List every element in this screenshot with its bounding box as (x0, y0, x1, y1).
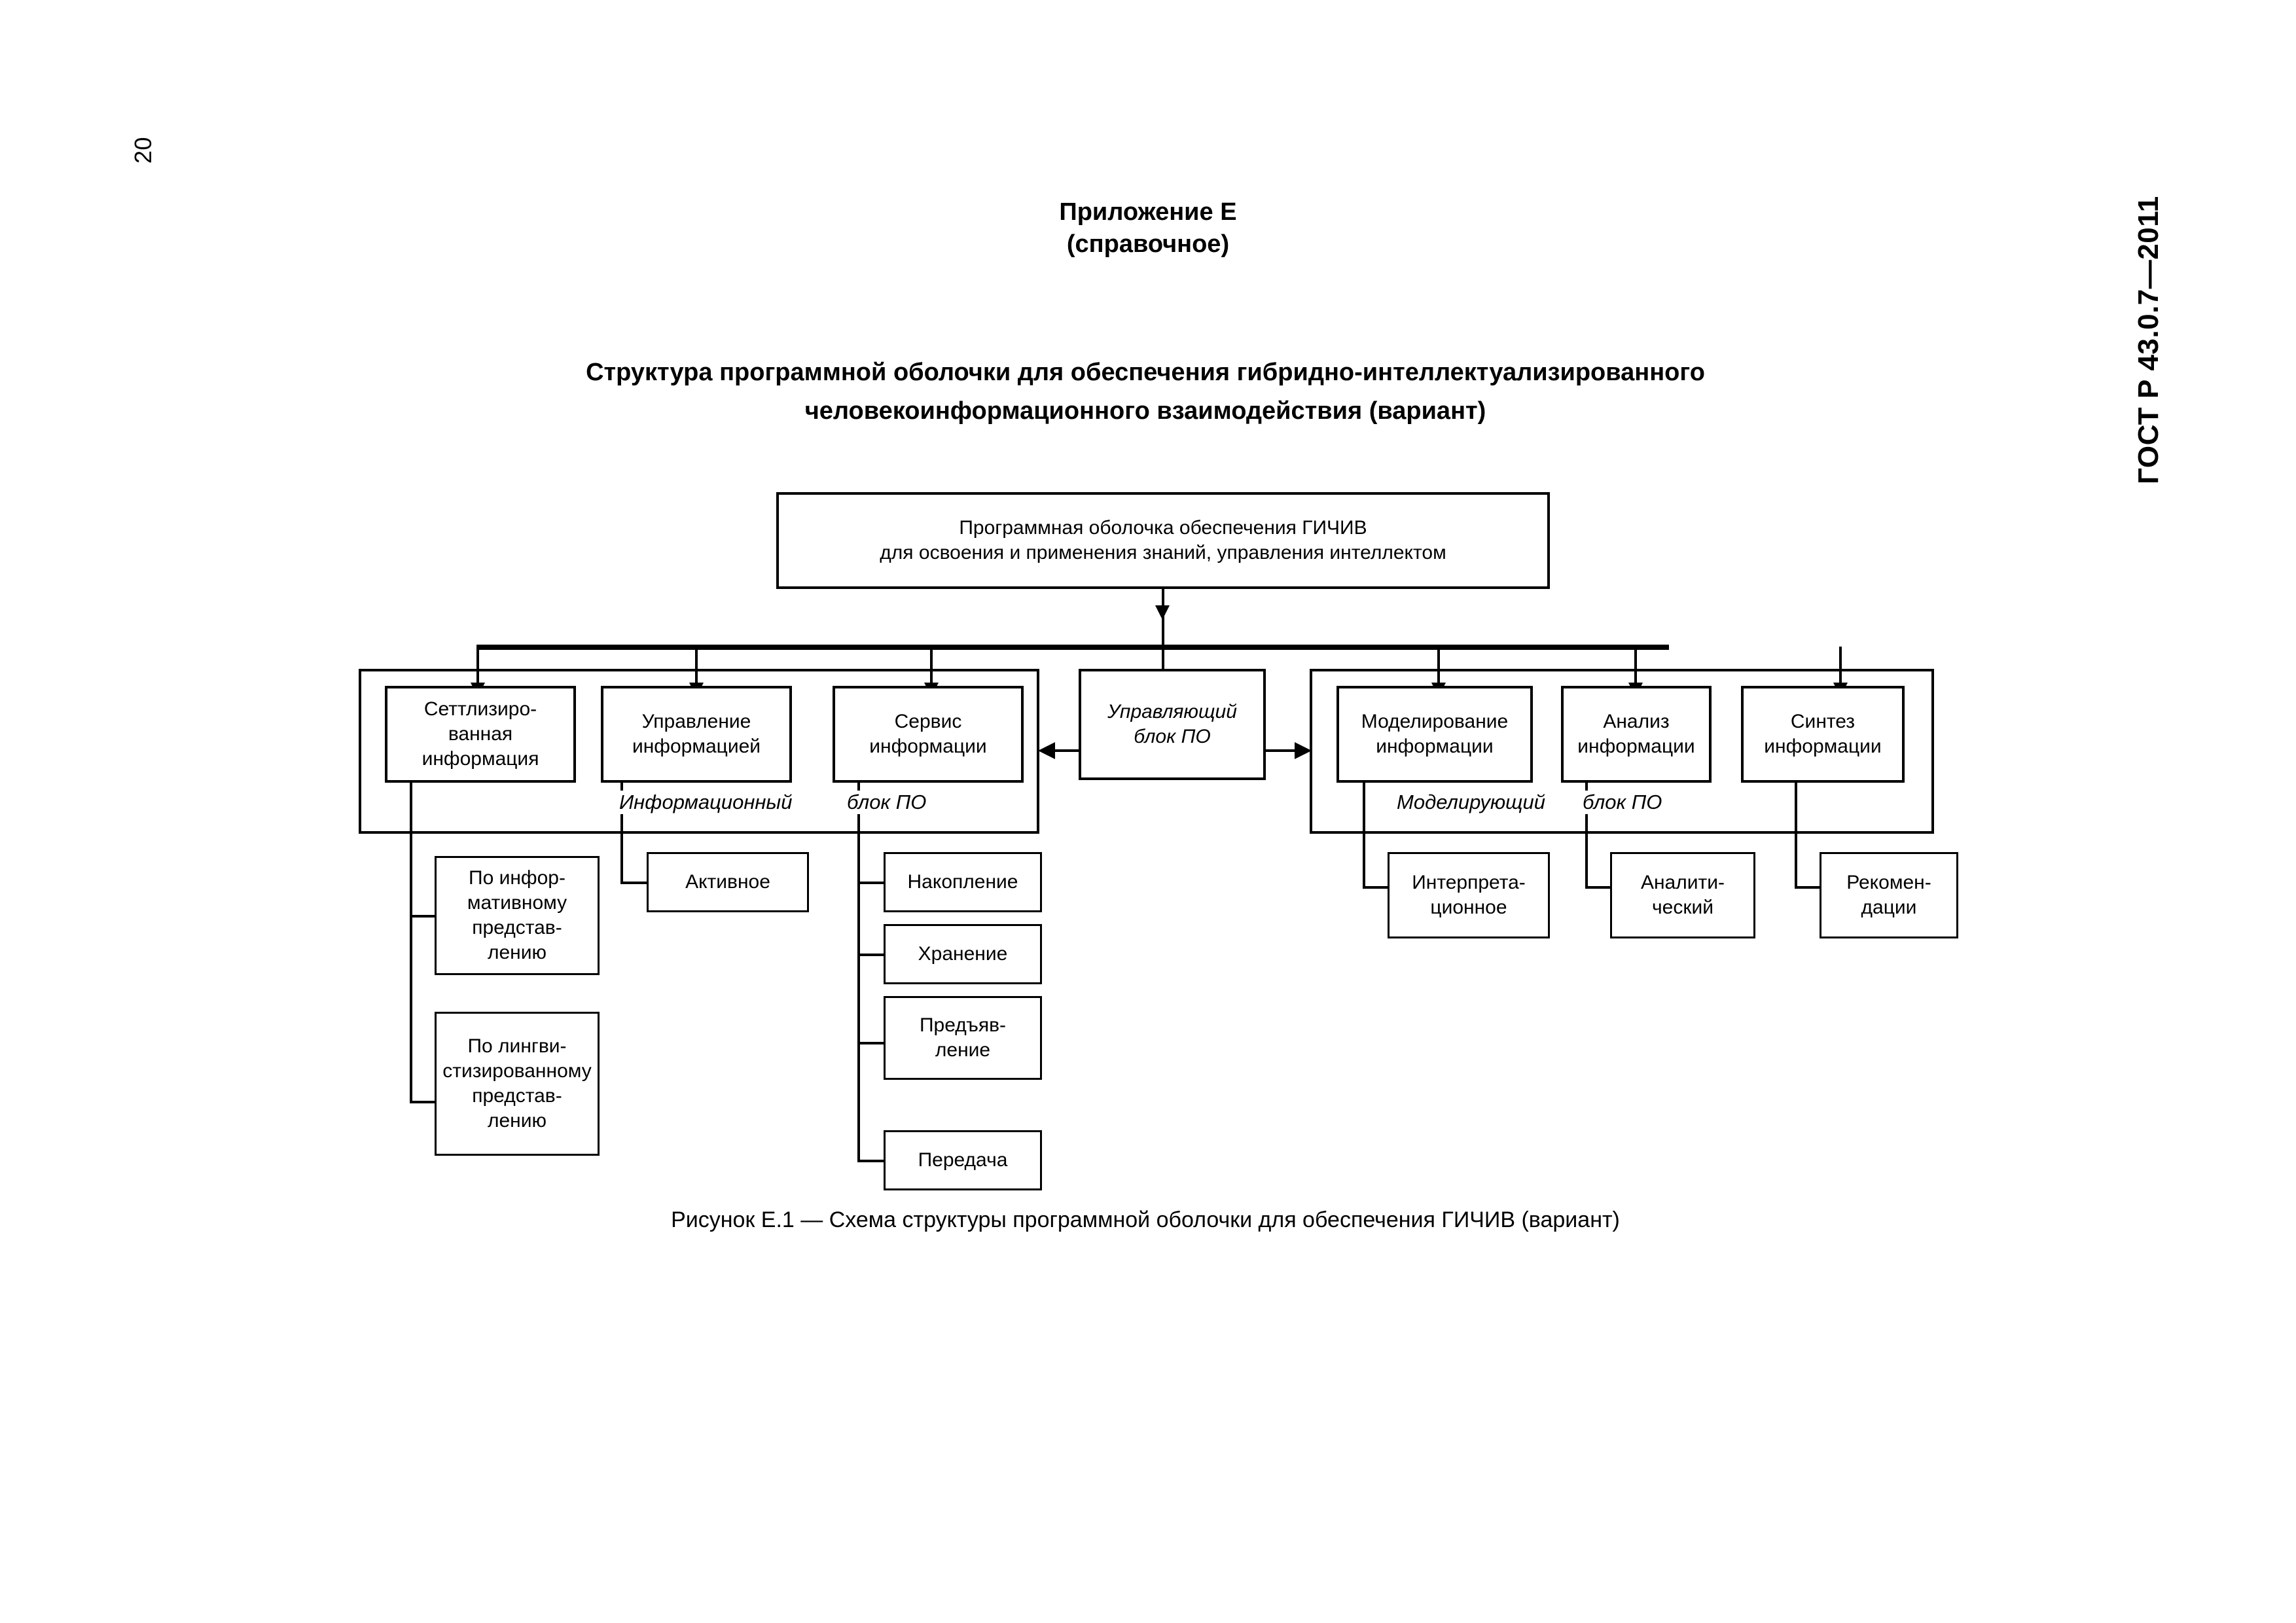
node-presentation: Предъяв- ление (884, 996, 1042, 1080)
node-information-service-line-1: Сервис (894, 711, 962, 733)
node-settled-information-line-2: ванная (448, 723, 513, 745)
node-information-management-line-2: информацией (632, 736, 761, 757)
connector-bus-drop-5 (1437, 647, 1440, 698)
connector-service-descender (857, 783, 860, 1162)
node-accumulation-line-1: Накопление (907, 871, 1018, 893)
group-label-information-left: Информационный (615, 791, 797, 814)
connector-main-bus (476, 645, 1669, 650)
node-analytical-line-1: Аналити- (1640, 872, 1725, 894)
node-by-informative-line-2: мативному (467, 892, 567, 914)
node-control-block-line-1: Управляющий (1107, 701, 1237, 723)
connector-settled-child-2 (410, 1101, 437, 1103)
node-recommendations-line-2: дации (1861, 897, 1917, 918)
connector-synthesis-child-1 (1795, 886, 1822, 889)
figure-title-line-2: человекоинформационного взаимодействия (… (804, 397, 1486, 425)
annex-heading: Приложение Е (справочное) (0, 196, 2296, 260)
node-by-linguistic-line-3: представ- (472, 1085, 562, 1107)
node-by-informative-line-1: По инфор- (469, 867, 565, 889)
node-storage: Хранение (884, 924, 1042, 984)
node-presentation-line-1: Предъяв- (919, 1014, 1007, 1037)
node-information-analysis-line-2: информации (1577, 736, 1695, 757)
node-settled-information: Сеттлизиро- ванная информация (385, 686, 576, 783)
annex-title: Приложение Е (1059, 198, 1237, 226)
connector-bus-drop-2 (695, 647, 698, 698)
node-active-line-1: Активное (685, 871, 770, 893)
group-label-modelling-right: блок ПО (1579, 791, 1666, 814)
connector-modelling-descender (1363, 783, 1365, 889)
node-information-analysis: Анализ информации (1561, 686, 1712, 783)
connector-service-child-3 (857, 1042, 886, 1044)
arrow-control-to-modelling (1295, 742, 1312, 759)
node-information-service-line-2: информации (869, 736, 987, 757)
arrow-control-to-information (1038, 742, 1055, 759)
connector-bus-drop-1 (476, 647, 479, 698)
node-interpretational-line-1: Интерпрета- (1412, 872, 1526, 894)
connector-bus-drop-7 (1839, 647, 1842, 698)
node-settled-information-line-3: информация (422, 747, 539, 770)
node-control-block-line-2: блок ПО (1134, 726, 1211, 747)
connector-analysis-descender (1585, 783, 1588, 889)
connector-management-descender (620, 783, 623, 884)
figure-title: Структура программной оболочки для обесп… (458, 353, 1833, 431)
figure-title-line-1: Структура программной оболочки для обесп… (586, 359, 1705, 386)
connector-control-to-information (1047, 749, 1081, 752)
node-by-linguistic-representation: По лингви- стизированному представ- лени… (435, 1012, 600, 1156)
node-by-informative-line-4: лению (487, 941, 547, 963)
node-storage-line-1: Хранение (918, 943, 1008, 965)
node-information-synthesis: Синтез информации (1741, 686, 1905, 783)
connector-control-to-modelling (1265, 749, 1299, 752)
connector-service-child-1 (857, 882, 886, 884)
figure-caption: Рисунок Е.1 — Схема структуры программно… (671, 1207, 1620, 1232)
node-accumulation: Накопление (884, 852, 1042, 912)
node-root-line-1: Программная оболочка обеспечения ГИЧИВ (959, 517, 1367, 539)
node-information-service: Сервис информации (833, 686, 1024, 783)
connector-service-child-2 (857, 954, 886, 956)
annex-subtitle: (справочное) (1066, 230, 1230, 258)
connector-synthesis-descender (1795, 783, 1797, 889)
node-information-analysis-line-1: Анализ (1603, 711, 1670, 733)
node-by-informative-line-3: представ- (472, 917, 562, 938)
node-recommendations-line-1: Рекомен- (1846, 872, 1931, 894)
connector-bus-drop-3 (930, 647, 933, 698)
connector-analysis-child-1 (1585, 886, 1613, 889)
node-analytical: Аналити- ческий (1610, 852, 1755, 938)
node-transmission: Передача (884, 1130, 1042, 1190)
arrow-root-to-bus (1155, 605, 1170, 620)
node-interpretational-line-2: ционное (1430, 897, 1507, 918)
connector-service-child-4 (857, 1160, 886, 1162)
connector-settled-child-1 (410, 915, 437, 918)
node-root: Программная оболочка обеспечения ГИЧИВ д… (776, 492, 1550, 589)
node-active: Активное (647, 852, 809, 912)
node-information-management: Управление информацией (601, 686, 792, 783)
node-root-line-2: для освоения и применения знаний, управл… (880, 542, 1446, 563)
connector-settled-descender (410, 783, 412, 1103)
node-analytical-line-2: ческий (1652, 897, 1713, 918)
node-by-informative-representation: По инфор- мативному представ- лению (435, 856, 600, 975)
node-by-linguistic-line-1: По лингви- (467, 1035, 567, 1058)
connector-modelling-child-1 (1363, 886, 1390, 889)
node-information-modelling: Моделирование информации (1336, 686, 1533, 783)
connector-management-child-1 (620, 882, 649, 884)
node-recommendations: Рекомен- дации (1820, 852, 1958, 938)
node-control-block: Управляющий блок ПО (1079, 669, 1266, 780)
group-label-modelling-left: Моделирующий (1393, 791, 1550, 814)
node-information-modelling-line-2: информации (1376, 736, 1494, 757)
node-information-modelling-line-1: Моделирование (1361, 711, 1509, 733)
node-information-management-line-1: Управление (641, 711, 751, 733)
node-interpretational: Интерпрета- ционное (1388, 852, 1550, 938)
node-information-synthesis-line-1: Синтез (1790, 711, 1856, 733)
connector-bus-drop-6 (1634, 647, 1637, 698)
node-presentation-line-2: ление (935, 1039, 991, 1061)
node-by-linguistic-line-2: стизированному (442, 1060, 592, 1082)
node-information-synthesis-line-2: информации (1764, 736, 1882, 757)
node-settled-information-line-1: Сеттлизиро- (423, 698, 537, 721)
group-label-information-right: блок ПО (843, 791, 931, 814)
node-transmission-line-1: Передача (918, 1149, 1008, 1171)
node-by-linguistic-line-4: лению (487, 1109, 547, 1132)
